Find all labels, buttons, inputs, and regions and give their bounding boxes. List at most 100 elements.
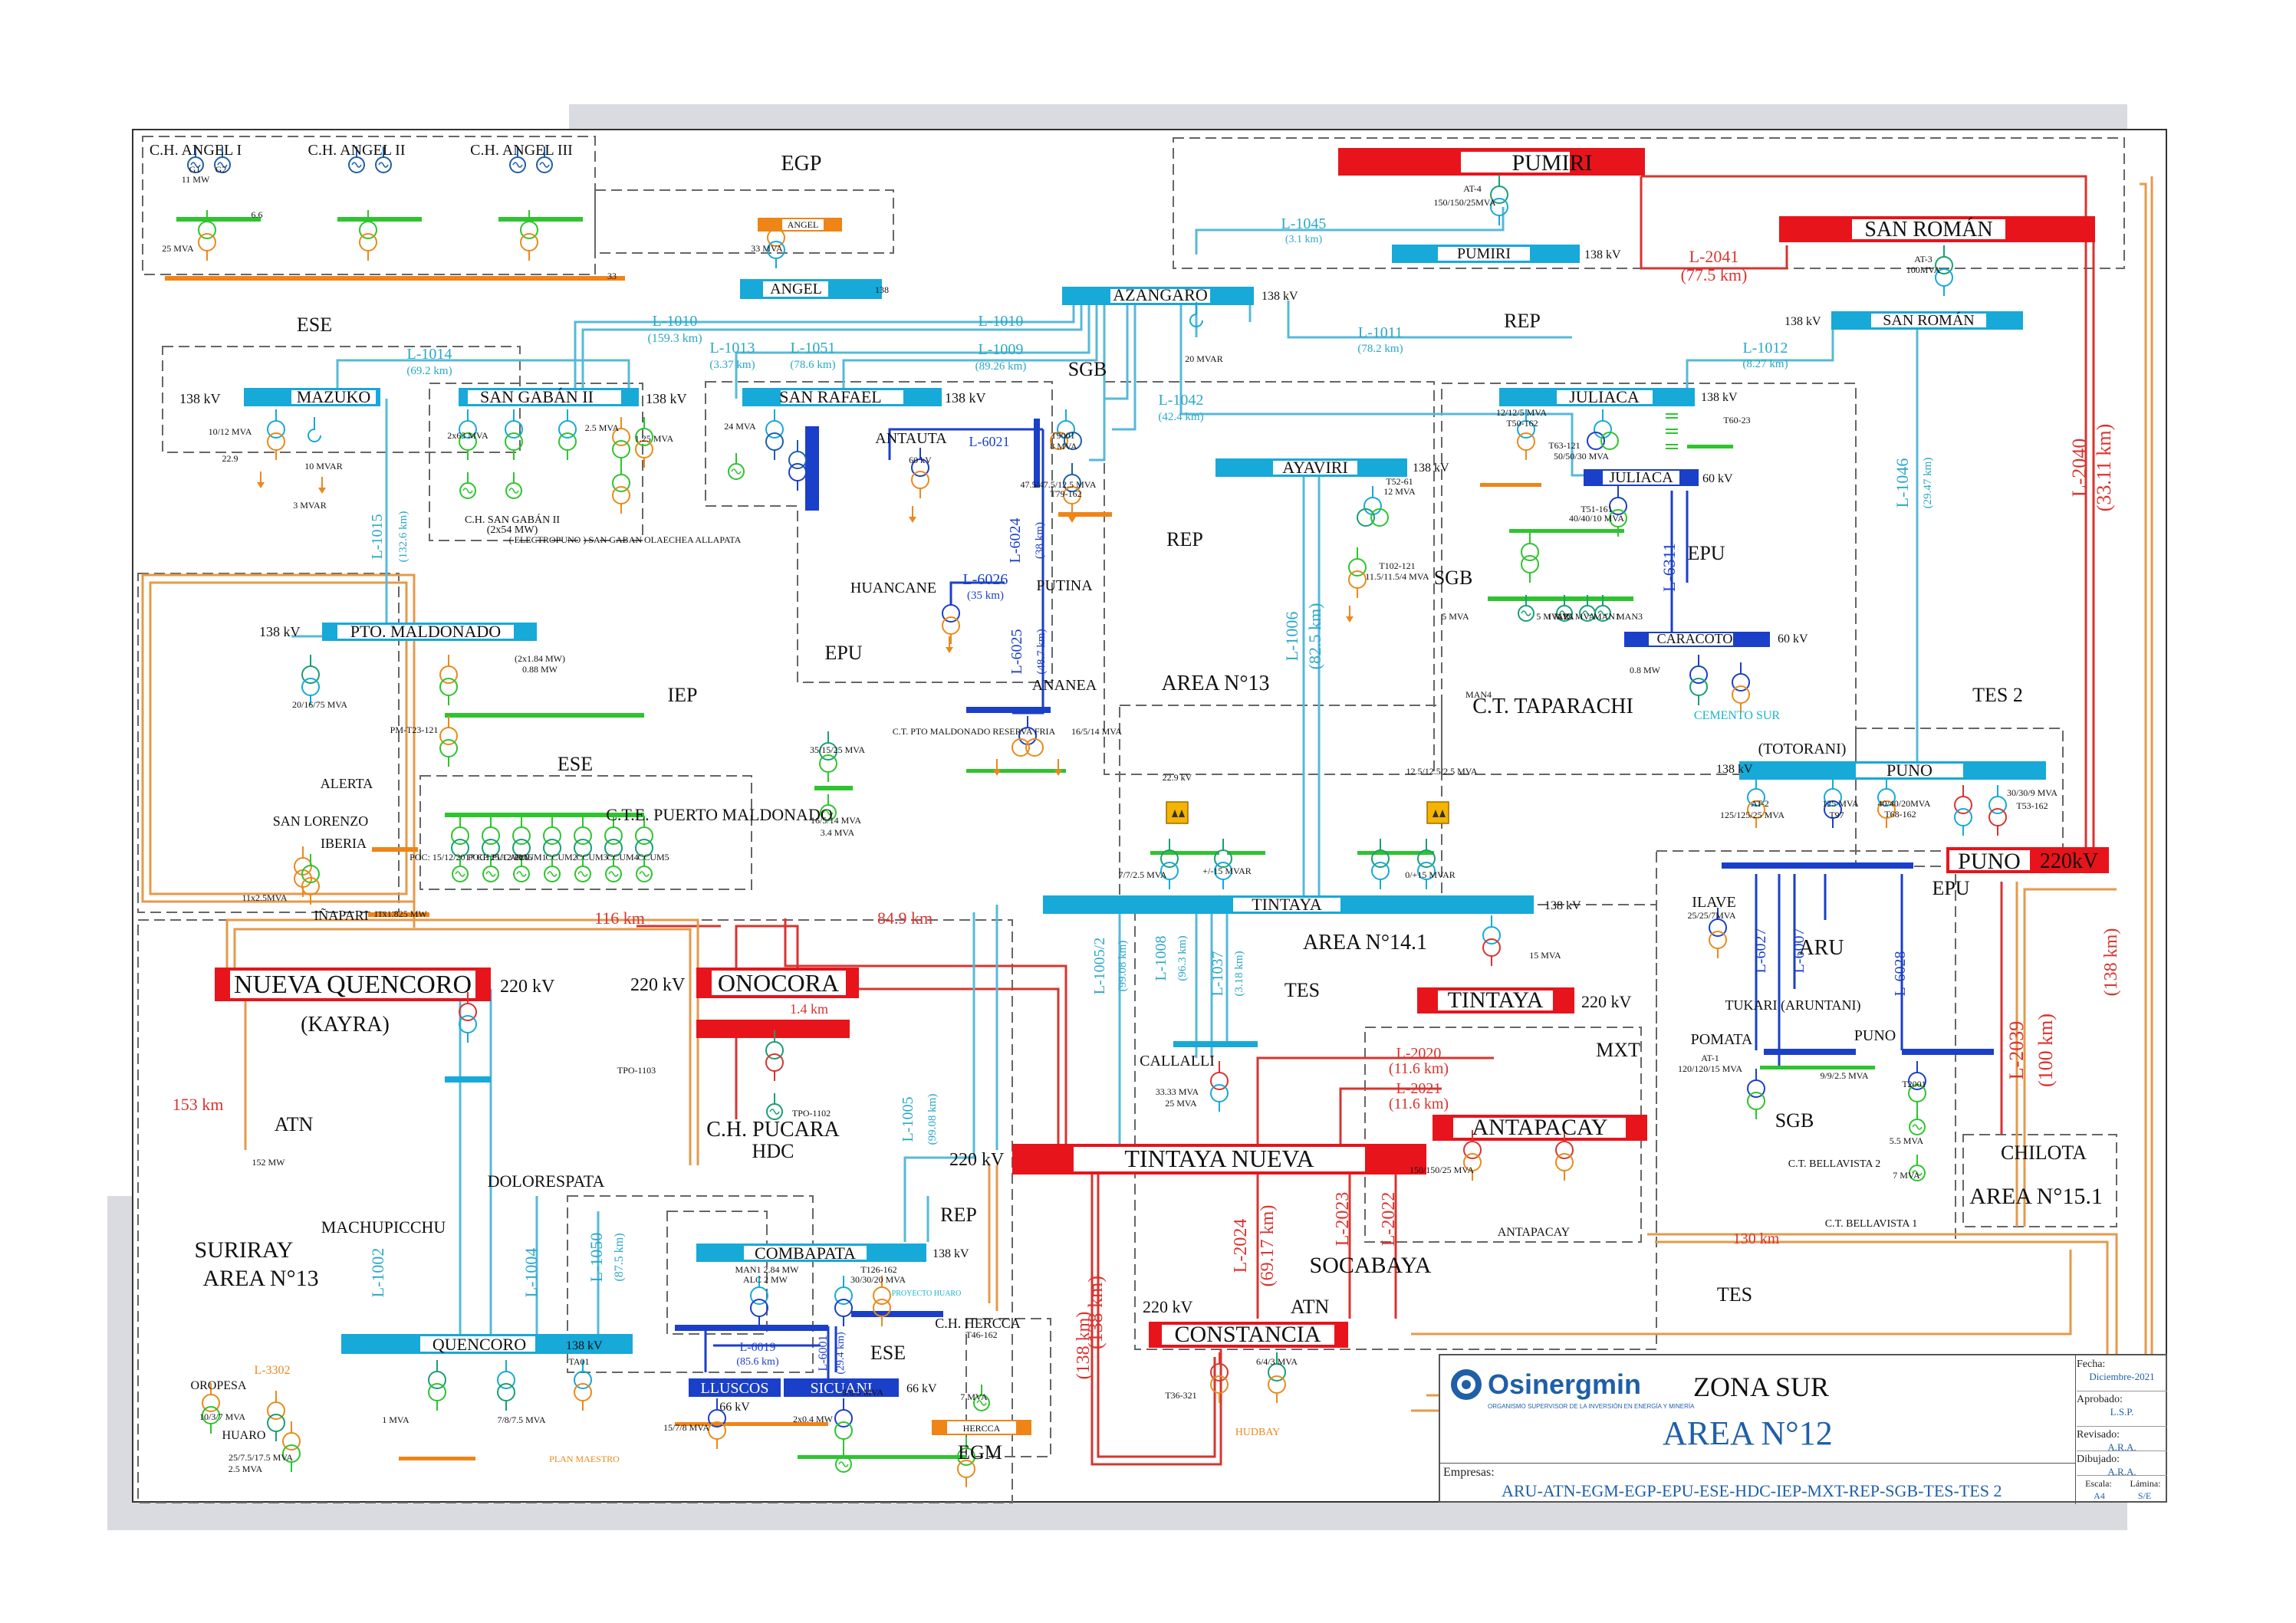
fecha-label: Fecha:	[2077, 1359, 2106, 1370]
equipment-label: 100MVA	[1906, 264, 1941, 275]
load-arrow-icon	[1346, 606, 1354, 623]
region-label: POMATA	[1691, 1031, 1753, 1048]
transformer-icon	[1935, 245, 1953, 296]
line-l1005-2-len: (99.08 km)	[1117, 941, 1129, 992]
transformer-icon	[911, 448, 929, 498]
transformer-icon	[834, 1276, 853, 1326]
line-l1006: L-1006	[1282, 612, 1301, 662]
line-l2020: L-2020	[1396, 1045, 1442, 1062]
transformer-icon	[873, 1276, 891, 1326]
transformer-icon	[765, 1030, 784, 1081]
line-l1011: L-1011	[1358, 324, 1403, 341]
transformer-icon	[282, 1421, 301, 1472]
equipment-label: T126-162	[860, 1264, 896, 1275]
load-arrow-icon	[946, 636, 953, 653]
equipment-label: 6.6	[252, 209, 263, 220]
transformer-icon	[1824, 777, 1842, 828]
line-l1010-len: (159.3 km)	[647, 332, 702, 345]
equipment-label: 152 MW	[252, 1157, 286, 1168]
region-label: ATN	[1291, 1296, 1330, 1318]
region-label: PROYECTO HUARO	[892, 1290, 962, 1298]
escala-lamina-values: A4 S/E	[2077, 1490, 2167, 1502]
equipment-label: CCUM2	[545, 852, 577, 862]
load-arrow-icon	[993, 759, 1001, 776]
transformer-icon	[612, 417, 630, 468]
equipment-label: 138	[875, 284, 889, 295]
equipment-label: 16/5/14 MVA	[1071, 726, 1122, 737]
generator-icon	[187, 146, 204, 173]
title-side-divider	[2075, 1355, 2076, 1504]
equipment-label: 30/30/9 MVA	[2007, 787, 2058, 798]
equipment-label: 33 MVA	[751, 243, 783, 254]
transformer-icon	[267, 409, 285, 460]
substation-lluscos: LLUSCOS	[701, 1380, 769, 1397]
region-label: C.H. ANGEL I	[150, 142, 242, 159]
transformer-icon	[1609, 486, 1627, 537]
region-label: HUDBAY	[1235, 1427, 1281, 1438]
line-l1045-len: (3.1 km)	[1285, 234, 1323, 245]
transformer-icon	[1463, 1130, 1482, 1181]
line-l1051: L-1051	[791, 340, 836, 356]
equipment-label: 11 MW	[182, 174, 210, 185]
equipment-label: 3 MVAR	[293, 500, 326, 511]
equipment-label: 60 kV	[909, 455, 932, 465]
equipment-label: AT-1	[1701, 1053, 1719, 1063]
substation-angel-138: ANGEL	[770, 281, 822, 297]
region-label: SGB	[1775, 1109, 1814, 1132]
equipment-label: 10/3/7 MVA	[199, 1411, 245, 1422]
region-label: SAN LORENZO	[273, 813, 369, 829]
transformer-icon	[1214, 839, 1232, 889]
reactor-icon	[1189, 302, 1203, 327]
equipment-label: 20/16/75 MVA	[292, 699, 347, 710]
region-label: ANANEA	[1032, 677, 1097, 694]
kv-puno-138: 138 kV	[1716, 763, 1753, 776]
equipment-label: AT-4	[1463, 183, 1482, 194]
distance-label: (138 km)	[1084, 1276, 1107, 1349]
equipment-label: 24 MVA	[724, 421, 756, 432]
region-label: SURIRAY	[195, 1237, 294, 1263]
line-l1012: L-1012	[1743, 340, 1788, 356]
transformer-icon	[1210, 1061, 1229, 1112]
substation-san-roman-220: SAN ROMÁN	[1864, 218, 1992, 241]
escala-value: A4	[2094, 1490, 2105, 1501]
line-l2039-len: (100 km)	[2034, 1014, 2057, 1087]
region-label: ALERTA	[321, 776, 373, 791]
equipment-label: 2x63 MVA	[447, 430, 488, 441]
equipment-label: 1.25 MVA	[1557, 611, 1596, 622]
region-label: C.H. SAN GABÁN II	[465, 513, 560, 526]
equipment-label: 0.8 MW	[1630, 665, 1661, 675]
equipment-label: T52-61	[1386, 476, 1413, 487]
generator-icon	[766, 1093, 783, 1120]
equipment-label: TA01	[568, 1356, 589, 1367]
generator-icon	[452, 856, 469, 882]
generator-icon	[1518, 595, 1535, 622]
transformer-icon	[942, 593, 960, 644]
line-l1004: L-1004	[521, 1248, 541, 1298]
equipment-label: POC: 15/12/2017 CH PUCARA	[410, 852, 529, 862]
line-l1015-len: (132.6 km)	[397, 511, 410, 563]
line-l2040-len: (33.11 km)	[2093, 424, 2115, 512]
transformer-icon	[1011, 716, 1044, 757]
aprobado-field: Aprobado:L.S.P.	[2077, 1394, 2167, 1418]
load-arrow-icon	[1054, 759, 1062, 776]
sep-2	[2077, 1426, 2167, 1427]
substation-san-gaban: SAN GABÁN II	[480, 387, 594, 406]
generator-icon	[973, 1385, 990, 1411]
svc-icon	[1426, 801, 1449, 824]
equipment-label: 33.33 MVA	[1156, 1086, 1199, 1097]
equipment-label: 150/150/25MVA	[1433, 197, 1495, 208]
region-label: C.H. HERCCA	[935, 1316, 1021, 1331]
equipment-label: 35/15/25 MVA	[810, 744, 865, 755]
kv-san-gaban: 138 kV	[646, 391, 687, 406]
line-l1013: L-1013	[710, 340, 755, 356]
transformer-icon	[439, 716, 458, 767]
substation-combapata: COMBAPATA	[755, 1244, 856, 1263]
equipment-label: T51-161	[1581, 504, 1612, 514]
aprobado-label: Aprobado:	[2077, 1394, 2123, 1405]
region-label: (2x54 MW)	[487, 524, 538, 536]
line-l1014-len: (69.2 km)	[406, 365, 452, 377]
equipment-label: 125 MVA	[1822, 798, 1859, 809]
